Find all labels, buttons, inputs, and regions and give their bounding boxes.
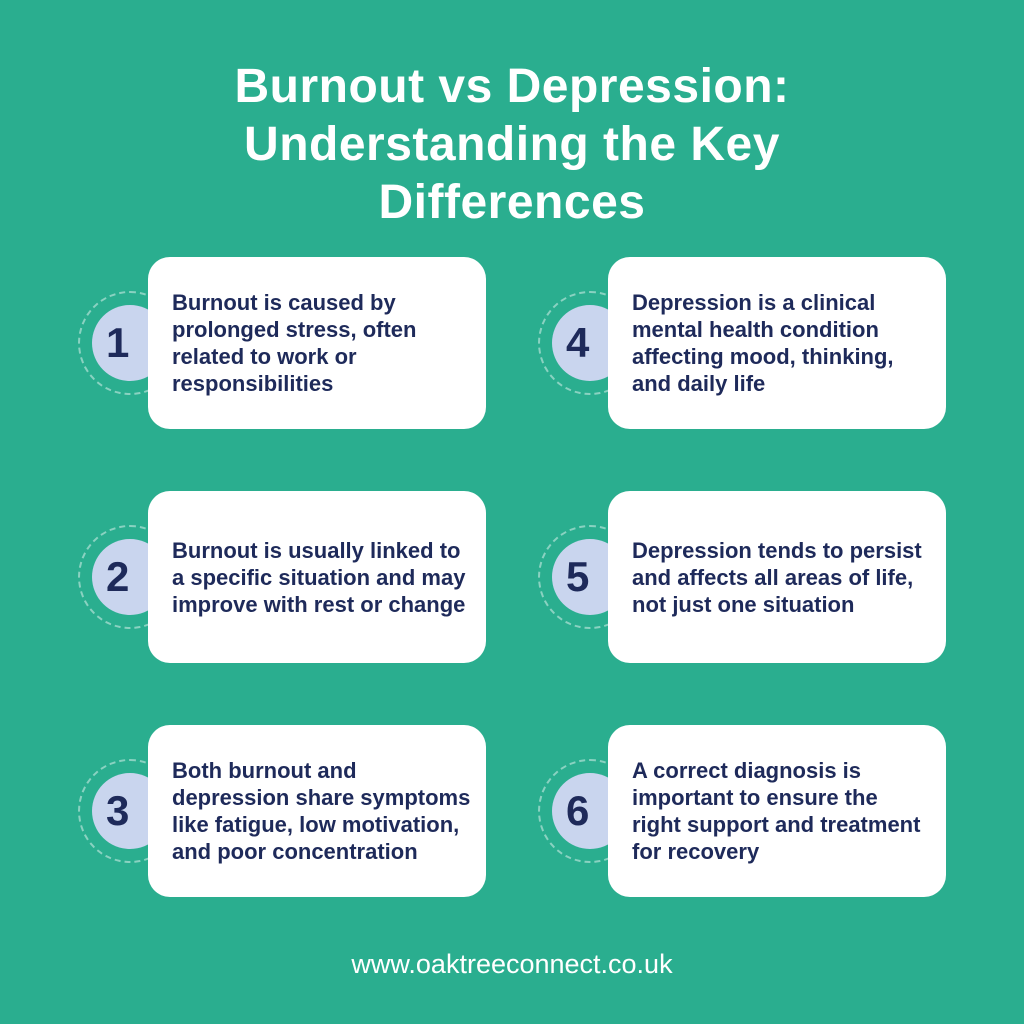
point-card: Burnout is usually linked to a specific …: [148, 491, 486, 663]
point-text: Depression tends to persist and affects …: [632, 537, 922, 617]
point-item-1: 1 Burnout is caused by prolonged stress,…: [78, 257, 498, 429]
point-item-2: 2 Burnout is usually linked to a specifi…: [78, 491, 498, 663]
point-card: A correct diagnosis is important to ensu…: [608, 725, 946, 897]
point-card: Burnout is caused by prolonged stress, o…: [148, 257, 486, 429]
point-text: A correct diagnosis is important to ensu…: [632, 758, 921, 864]
title-line-2: Understanding the Key: [244, 118, 780, 171]
point-card: Both burnout and depression share sympto…: [148, 725, 486, 897]
point-text: Burnout is usually linked to a specific …: [172, 537, 466, 617]
page-title: Burnout vs Depression: Understanding the…: [0, 58, 1024, 232]
point-item-6: 6 A correct diagnosis is important to en…: [538, 725, 958, 897]
point-card: Depression tends to persist and affects …: [608, 491, 946, 663]
point-item-4: 4 Depression is a clinical mental health…: [538, 257, 958, 429]
point-text: Depression is a clinical mental health c…: [632, 290, 894, 396]
title-line-3: Differences: [378, 176, 646, 229]
point-card: Depression is a clinical mental health c…: [608, 257, 946, 429]
title-line-1: Burnout vs Depression:: [234, 60, 790, 113]
point-item-3: 3 Both burnout and depression share symp…: [78, 725, 498, 897]
point-item-5: 5 Depression tends to persist and affect…: [538, 491, 958, 663]
point-text: Burnout is caused by prolonged stress, o…: [172, 290, 417, 396]
website-url: www.oaktreeconnect.co.uk: [351, 949, 673, 979]
point-text: Both burnout and depression share sympto…: [172, 758, 471, 864]
